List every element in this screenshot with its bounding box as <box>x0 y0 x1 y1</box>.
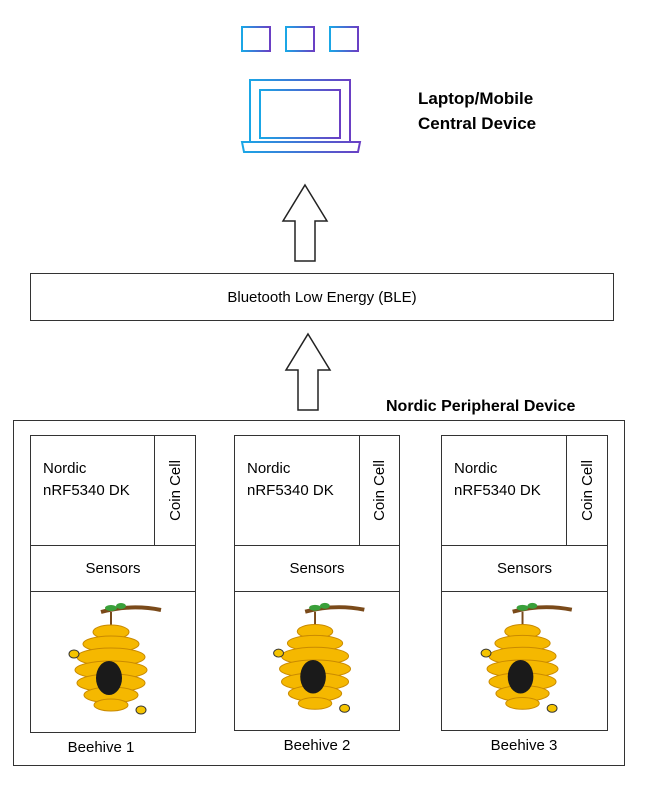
coin-cell: Coin Cell <box>359 435 400 546</box>
laptop-icon <box>240 26 362 153</box>
hive-label: Beehive 3 <box>490 737 558 754</box>
central-label-line2: Central Device <box>418 114 537 133</box>
nordic-board: Nordic nRF5340 DK <box>30 435 155 546</box>
sensors-label: Sensors <box>289 560 345 577</box>
central-label-line1: Laptop/Mobile <box>418 89 534 108</box>
up-arrow-to-ble <box>284 332 332 411</box>
beehive-icon <box>68 603 162 715</box>
board-line1: Nordic <box>43 460 87 477</box>
peripheral-container <box>13 420 625 766</box>
ble-label: Bluetooth Low Energy (BLE) <box>227 288 417 306</box>
coin-cell: Coin Cell <box>154 435 196 546</box>
up-arrow-to-central <box>281 183 329 262</box>
coin-cell: Coin Cell <box>566 435 608 546</box>
beehive-icon <box>480 602 573 713</box>
coin-cell-label: Coin Cell <box>578 460 596 521</box>
beehive-image-box <box>441 591 608 731</box>
nordic-board: Nordic nRF5340 DK <box>441 435 567 546</box>
board-line1: Nordic <box>454 460 498 477</box>
board-line2: nRF5340 DK <box>454 482 541 499</box>
sensors-box: Sensors <box>234 545 400 592</box>
beehive-image-box <box>234 591 400 731</box>
central-device-label: Laptop/Mobile Central Device <box>418 86 536 136</box>
peripheral-title: Nordic Peripheral Device <box>386 398 576 415</box>
board-line2: nRF5340 DK <box>247 482 334 499</box>
sensors-label: Sensors <box>85 560 141 577</box>
sensors-box: Sensors <box>30 545 196 592</box>
nordic-board: Nordic nRF5340 DK <box>234 435 360 546</box>
sensors-box: Sensors <box>441 545 608 592</box>
coin-cell-label: Coin Cell <box>371 460 389 521</box>
sensors-label: Sensors <box>496 560 553 577</box>
beehive-image-box <box>30 591 196 733</box>
beehive-icon <box>273 602 365 713</box>
hive-label: Beehive 1 <box>67 739 135 756</box>
board-line1: Nordic <box>247 460 291 477</box>
ble-box: Bluetooth Low Energy (BLE) <box>30 273 614 321</box>
hive-label: Beehive 2 <box>283 737 351 754</box>
board-line2: nRF5340 DK <box>43 482 130 499</box>
coin-cell-label: Coin Cell <box>166 460 184 521</box>
